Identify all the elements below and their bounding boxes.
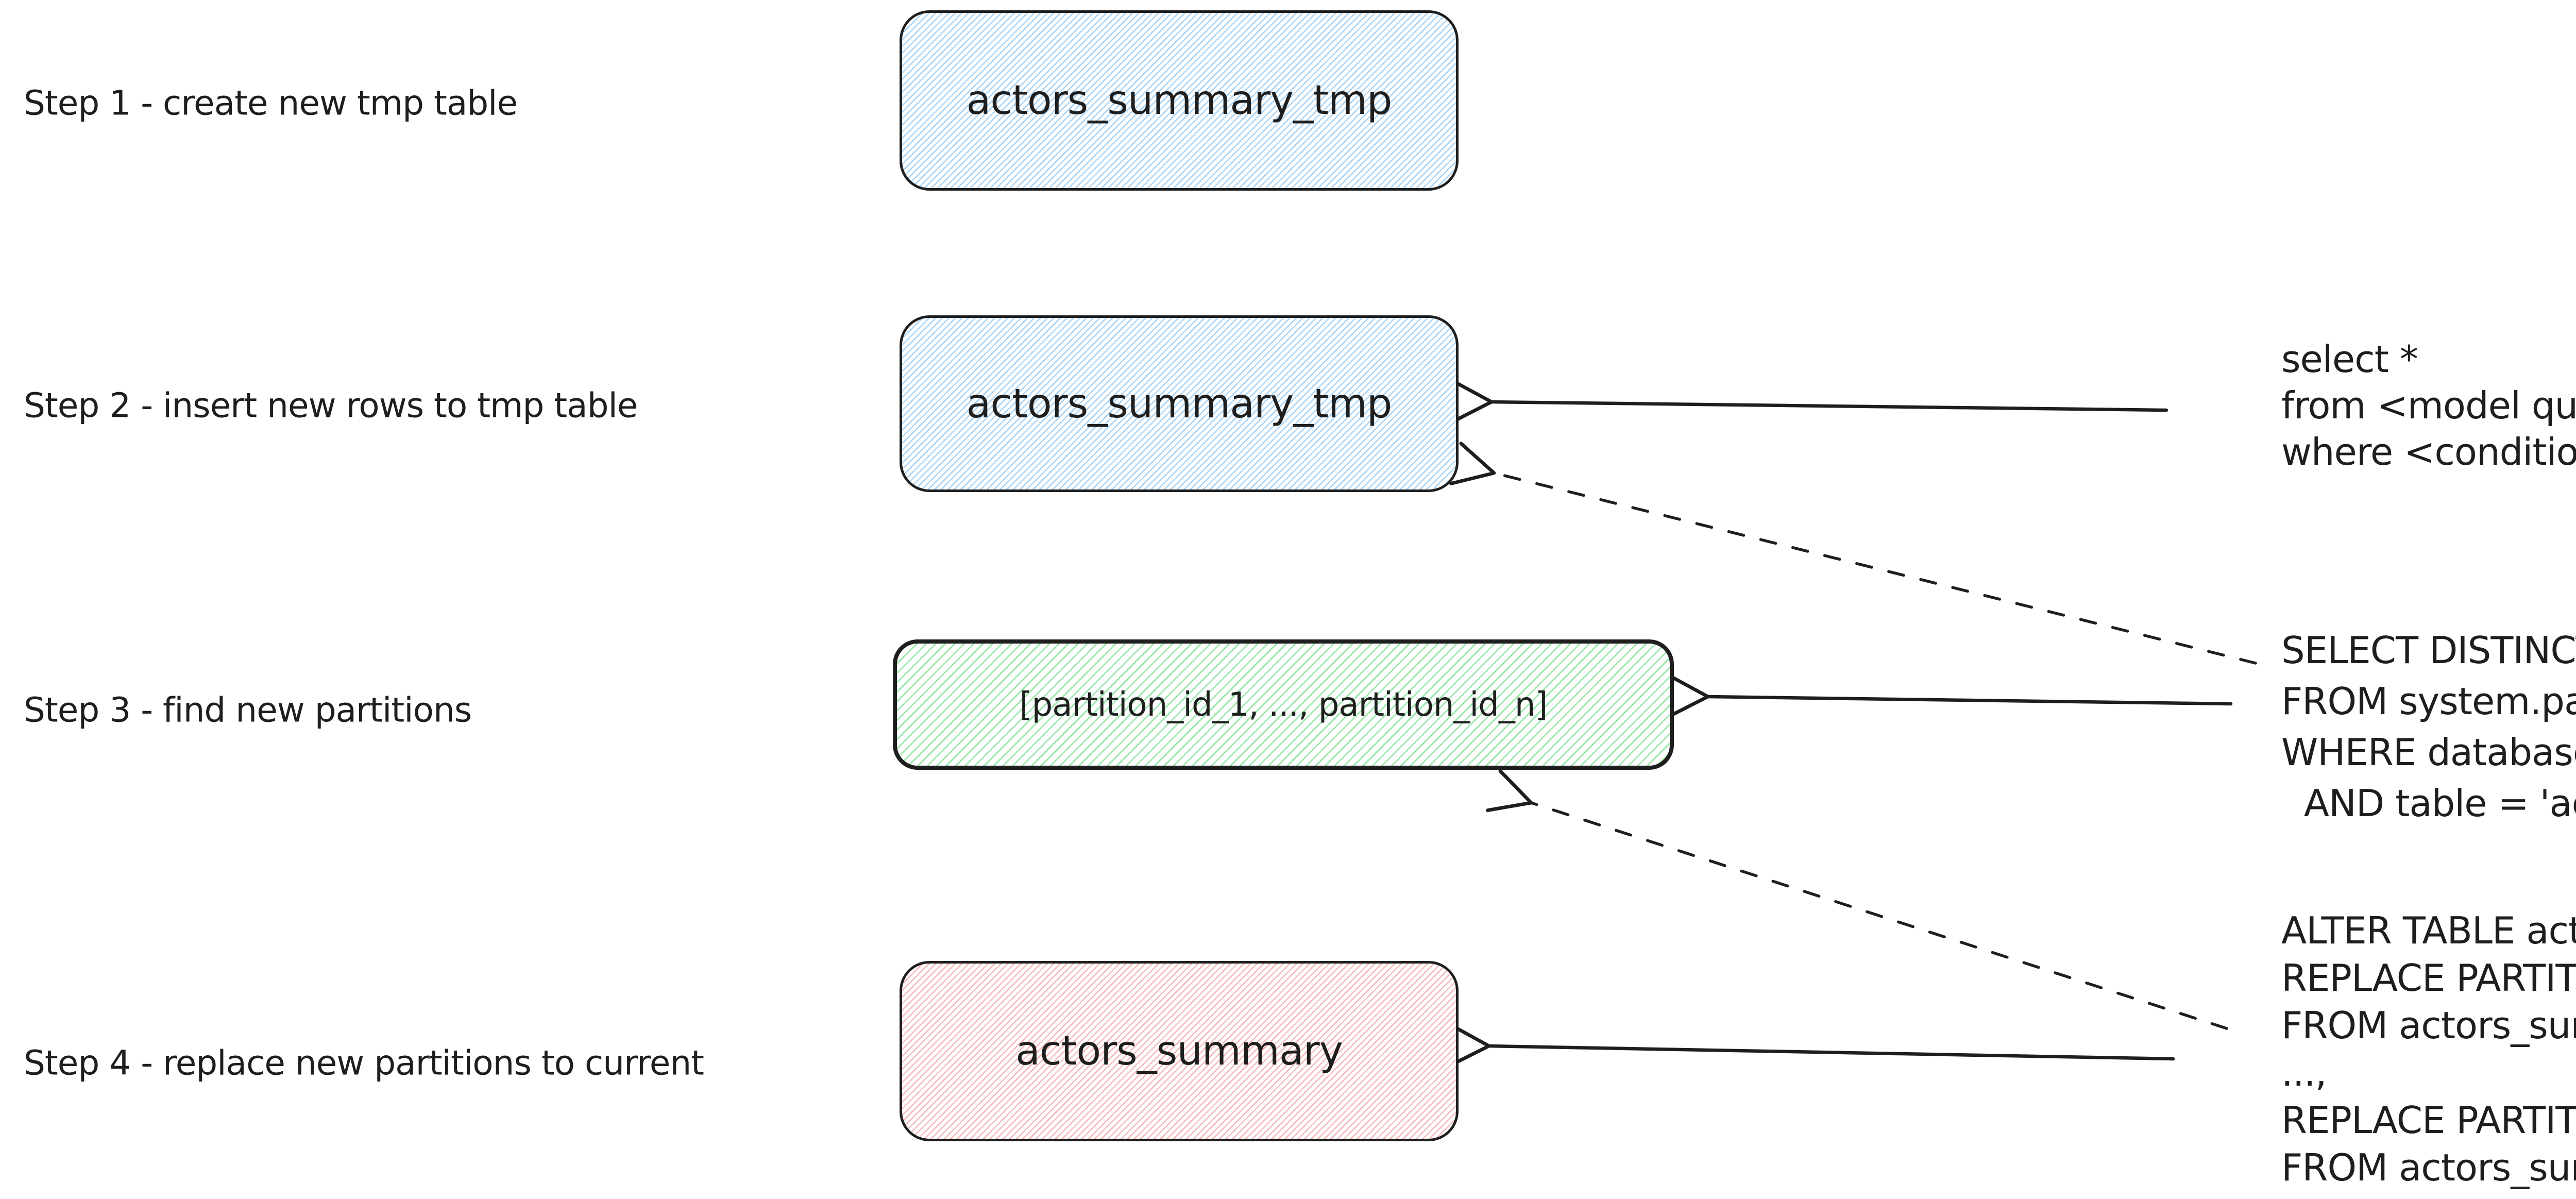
- step-3-label: Step 3 - find new partitions: [24, 690, 472, 730]
- tmp-table-node-step1: actors_summary_tmp: [900, 10, 1459, 191]
- current-table-node-label: actors_summary: [1015, 1028, 1343, 1074]
- partitions-list-node: [partition_id_1, ..., partition_id_n]: [893, 639, 1674, 770]
- current-table-node: actors_summary: [900, 961, 1459, 1141]
- step-1-label: Step 1 - create new tmp table: [24, 83, 518, 123]
- step-3-sql-query: SELECT DISTINCT partition_id FROM system…: [2281, 629, 2576, 825]
- tmp-table-node-step2-label: actors_summary_tmp: [966, 380, 1393, 427]
- partitions-list-node-label: [partition_id_1, ..., partition_id_n]: [1019, 685, 1548, 724]
- step-2-sql-query: select * from <model query> where <condi…: [2281, 337, 2576, 474]
- dashed-arrow-step3-query-to-tmp-table: [1449, 442, 2257, 665]
- tmp-table-node-step2: actors_summary_tmp: [900, 315, 1459, 492]
- step-4-sql-query: ALTER TABLE actors_summary REPLACE PARTI…: [2281, 909, 2576, 1189]
- arrow-step4-query-to-current-table: [1447, 1023, 2175, 1068]
- tmp-table-node-step1-label: actors_summary_tmp: [966, 77, 1393, 124]
- arrow-step3-query-to-partitions-list: [1667, 673, 2233, 719]
- step-2-label: Step 2 - insert new rows to tmp table: [24, 385, 638, 426]
- step-4-label: Step 4 - replace new partitions to curre…: [24, 1043, 704, 1083]
- arrow-step2-query-to-tmp-table: [1450, 379, 2168, 424]
- dashed-arrow-step4-query-to-partitions-list: [1485, 769, 2228, 1030]
